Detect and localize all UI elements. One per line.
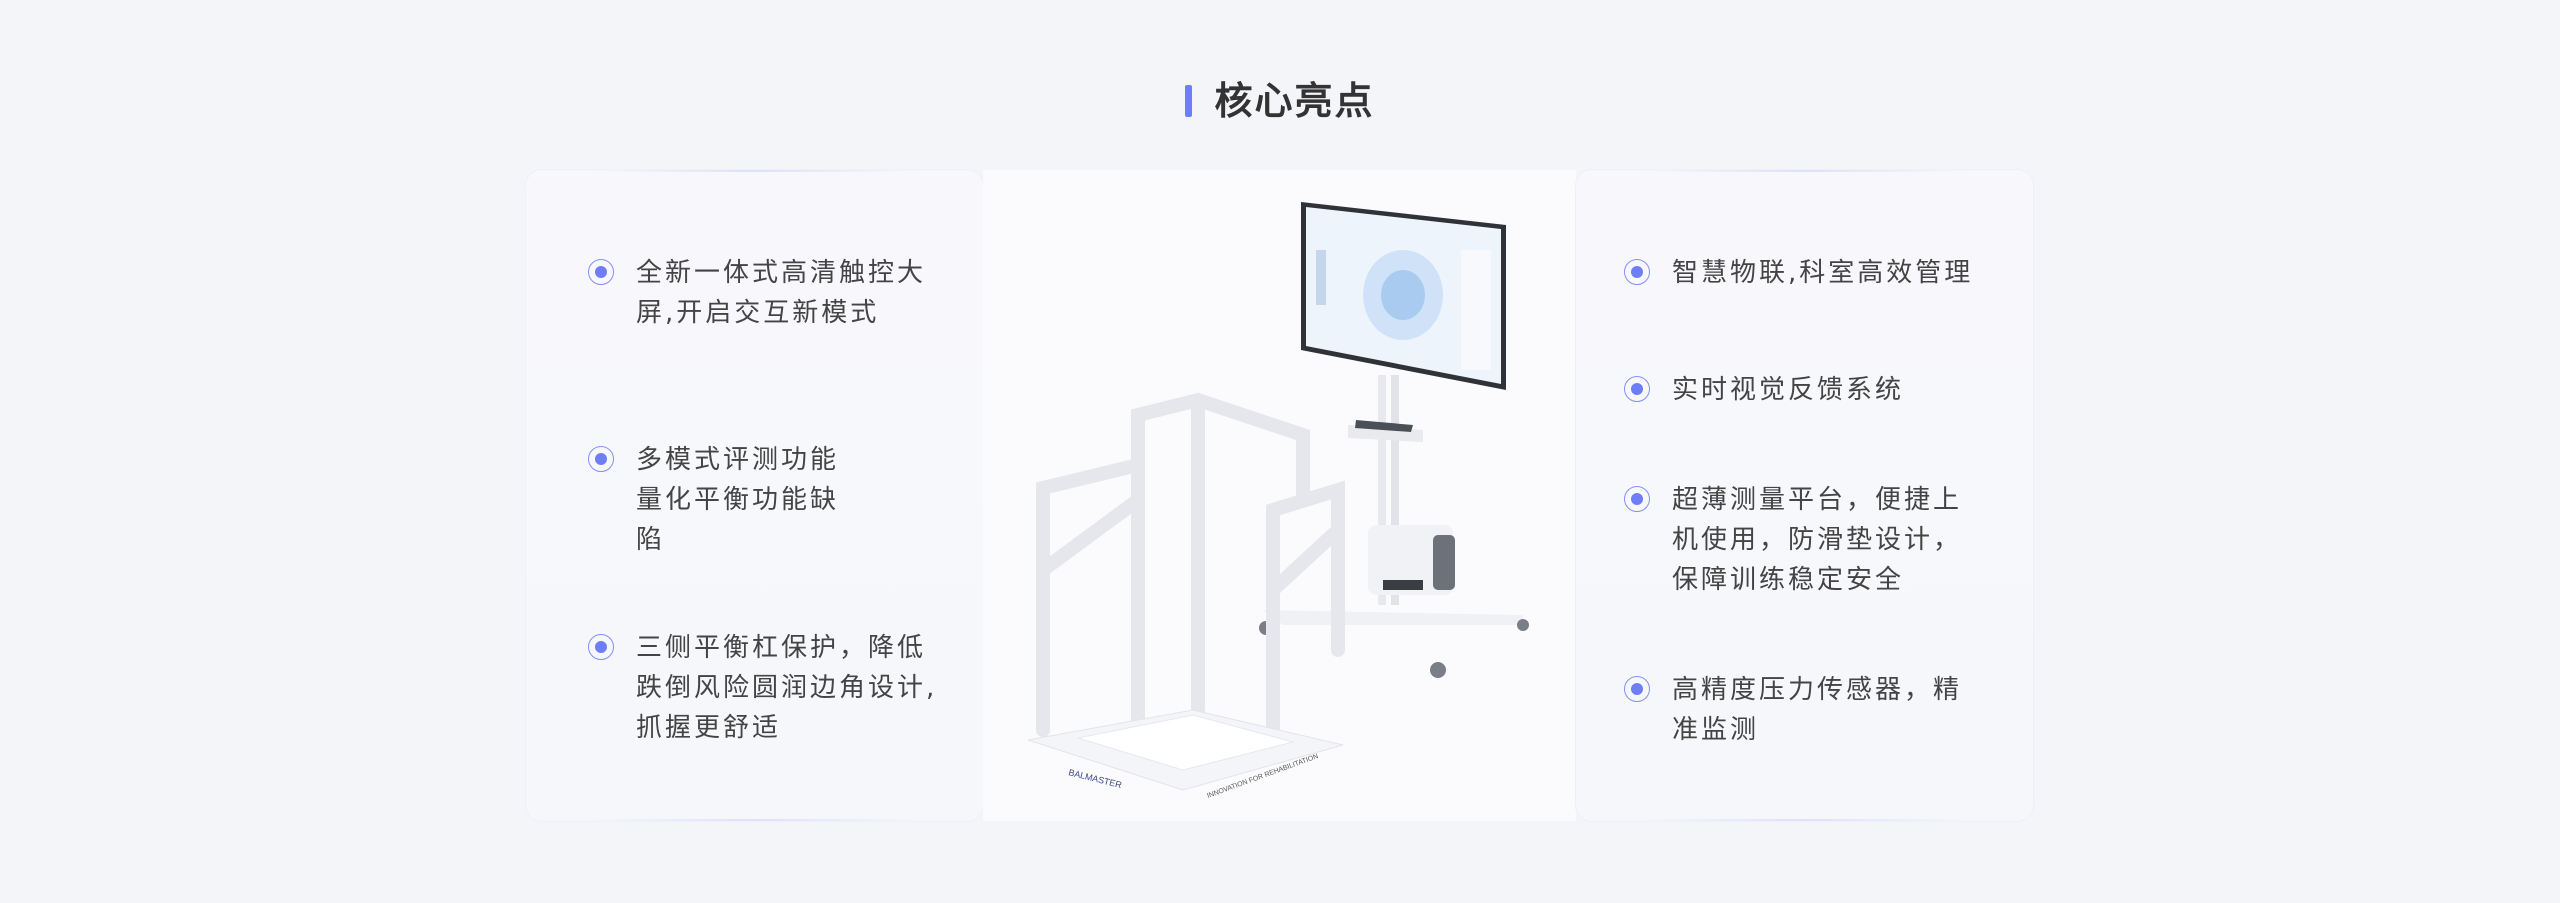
radio-dot-icon [1624, 486, 1650, 512]
radio-dot-icon [1624, 676, 1650, 702]
balance-bar-frame [1036, 392, 1345, 767]
feature-item: 高精度压力传感器，精准监测 [1624, 670, 1982, 750]
radio-dot-icon [1624, 259, 1650, 285]
feature-item: 全新一体式高清触控大屏,开启交互新模式 [588, 253, 946, 333]
feature-text: 超薄测量平台，便捷上机使用，防滑垫设计，保障训练稳定安全 [1672, 485, 1963, 595]
product-image: BALMASTER INNOVATION FOR REHABILITATION [983, 170, 1576, 821]
feature-item: 多模式评测功能 量化平衡功能缺陷 [588, 440, 856, 560]
right-feature-card: 智慧物联,科室高效管理 实时视觉反馈系统 超薄测量平台，便捷上机使用，防滑垫设计… [1576, 170, 2033, 821]
section-title-text: 核心亮点 [1214, 79, 1375, 123]
feature-text: 全新一体式高清触控大屏,开启交互新模式 [636, 258, 927, 328]
brand-label: BALMASTER [1068, 767, 1124, 790]
feature-text: 多模式评测功能 量化平衡功能缺陷 [636, 445, 840, 555]
feature-text: 实时视觉反馈系统 [1672, 375, 1905, 405]
radio-dot-icon [588, 259, 614, 285]
balance-trainer-illustration: BALMASTER INNOVATION FOR REHABILITATION [1027, 202, 1529, 800]
feature-item: 超薄测量平台，便捷上机使用，防滑垫设计，保障训练稳定安全 [1624, 480, 1982, 600]
radio-dot-icon [588, 446, 614, 472]
title-accent-bar [1185, 85, 1193, 117]
feature-item: 三侧平衡杠保护，降低跌倒风险圆润边角设计,抓握更舒适 [588, 628, 946, 748]
feature-text: 三侧平衡杠保护，降低跌倒风险圆润边角设计,抓握更舒适 [636, 633, 938, 743]
feature-item: 实时视觉反馈系统 [1624, 370, 1982, 410]
feature-text: 高精度压力传感器，精准监测 [1672, 675, 1963, 745]
feature-text: 智慧物联,科室高效管理 [1672, 258, 1974, 288]
radio-dot-icon [1624, 376, 1650, 402]
left-feature-card: 全新一体式高清触控大屏,开启交互新模式 多模式评测功能 量化平衡功能缺陷 三侧平… [526, 170, 983, 821]
monitor [1301, 202, 1506, 390]
section-title: 核心亮点 [0, 70, 2560, 125]
feature-item: 智慧物联,科室高效管理 [1624, 253, 1982, 293]
radio-dot-icon [588, 634, 614, 660]
